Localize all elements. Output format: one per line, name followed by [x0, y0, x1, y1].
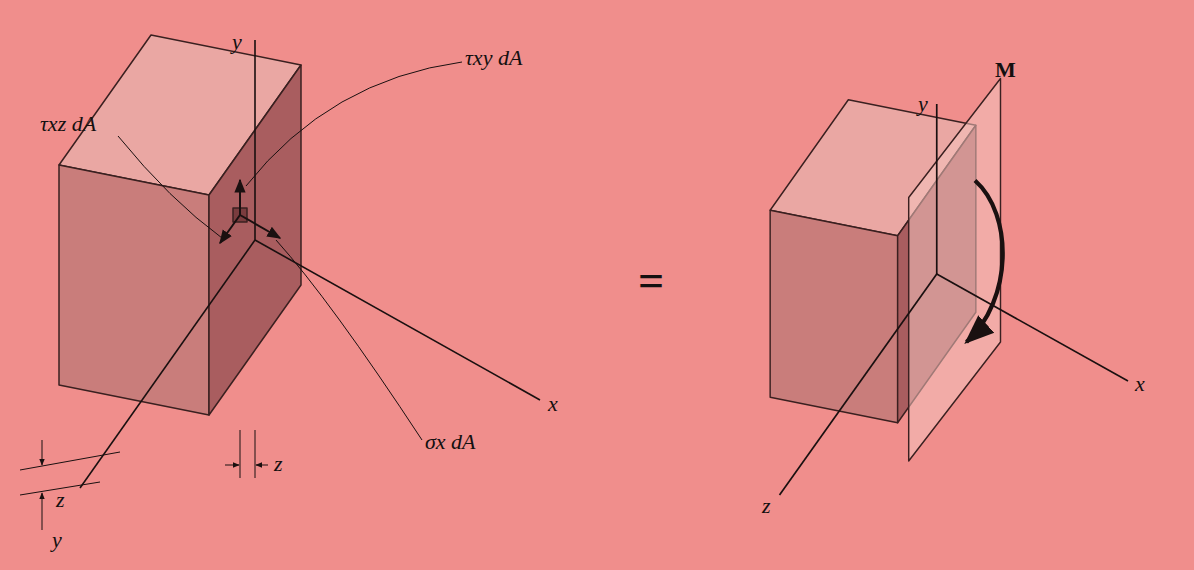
stress-label: τxz dA — [40, 112, 96, 136]
extension-line — [20, 452, 120, 470]
leader-line — [246, 62, 462, 186]
stress-label: τxy dA — [465, 46, 522, 70]
y-axis — [936, 104, 938, 274]
z-axis — [780, 274, 937, 495]
tau-xz-arrow — [220, 215, 240, 243]
z-axis — [80, 240, 255, 488]
axis-label: y — [918, 92, 928, 116]
tau-xy-arrow — [239, 180, 241, 215]
dimension-label: y — [52, 528, 62, 552]
x-axis — [255, 240, 540, 400]
equals-sign: = — [638, 256, 664, 307]
side-face — [770, 210, 898, 423]
axis-label: x — [548, 392, 558, 416]
sigma-x-arrow — [240, 215, 280, 238]
extension-line — [240, 430, 241, 478]
dimension-arrow — [42, 440, 43, 465]
dimension-label: z — [274, 452, 283, 476]
axis-label: z — [762, 494, 771, 518]
axis-label: x — [1135, 372, 1145, 396]
x-axis — [937, 274, 1128, 381]
extension-line — [255, 430, 256, 478]
side-face — [59, 165, 209, 415]
right-beam-segment — [770, 79, 1128, 496]
leader-line — [118, 136, 222, 238]
axis-label: y — [232, 30, 242, 54]
leader-line — [276, 240, 422, 440]
stress-label: σx dA — [425, 430, 476, 454]
y-axis — [254, 40, 256, 240]
dimension-arrow — [256, 465, 268, 466]
axis-label: z — [56, 488, 65, 512]
dimension-arrow — [225, 465, 239, 466]
dimension-arrow — [42, 493, 43, 530]
moment-label: M — [995, 58, 1016, 82]
moment-plane — [909, 79, 1001, 462]
moment-arrow — [967, 181, 1003, 343]
left-axes — [20, 40, 540, 530]
left-beam-segment — [59, 35, 301, 415]
